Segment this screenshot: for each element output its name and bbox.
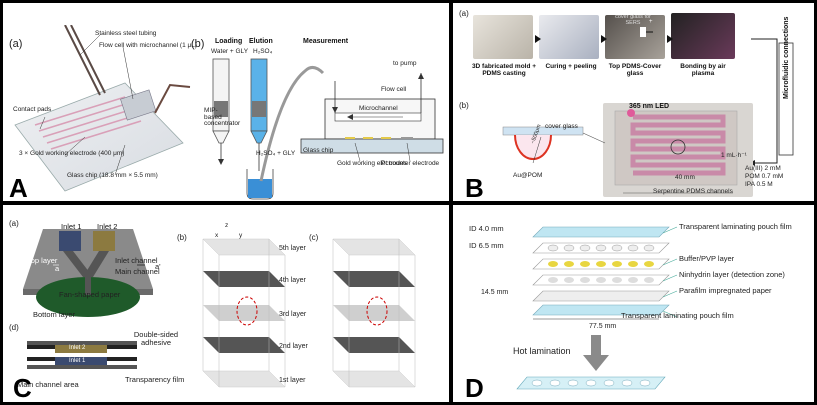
label-a: a	[55, 264, 60, 273]
panel-c-letter: C	[13, 373, 32, 402]
label-h2so4: H₂SO₄	[253, 48, 273, 55]
label-flow-rate: 1 mL·h⁻¹	[721, 152, 747, 159]
label-steel-tubing: Stainless steel tubing	[95, 30, 157, 37]
label-fan-paper: Fan-shaped paper	[59, 290, 121, 299]
panel-b: (a) (b) + cover glass for SERS 3D fabric…	[453, 3, 814, 201]
label-mold: 3D fabricated mold + PDMS casting	[471, 63, 537, 77]
connection-bracket	[749, 38, 794, 166]
label-id-4mm: ID 4.0 mm	[469, 224, 504, 233]
label-id-65mm: ID 6.5 mm	[469, 241, 504, 250]
label-axis-y: y	[239, 232, 243, 239]
panel-a-sub-b: (b)	[191, 38, 205, 50]
label-4th-layer: 4th layer	[279, 277, 306, 284]
label-serpentine: Serpentine PDMS channels	[653, 188, 733, 195]
label-flow-cell: Flow cell with microchannel (1 μL)	[99, 42, 198, 49]
panel-c: (a) (d) (b) (c) Inlet 1 Inlet 2 Top laye…	[3, 205, 449, 402]
label-led: 365 nm LED	[629, 103, 670, 110]
panel-d: ID 4.0 mm ID 6.5 mm Transparent laminati…	[453, 205, 814, 402]
label-bottom-layer: Bottom layer	[33, 310, 76, 319]
channel-cross-section	[502, 126, 606, 164]
label-cover-glass-sers: cover glass for SERS	[615, 14, 651, 26]
label-microchannel: Microchannel	[359, 105, 398, 112]
label-gold-we: Gold working electrodes	[337, 160, 407, 167]
label-flow-cell-b: Flow cell	[381, 86, 407, 93]
label-glass-chip-b: Glass chip	[303, 147, 334, 154]
panel-c-sub-b: (b)	[177, 233, 187, 242]
label-2nd-layer: 2nd layer	[279, 343, 308, 350]
label-cover-glass: cover glass	[545, 123, 578, 130]
label-pt-ce: Pt counter electrode	[381, 160, 440, 167]
concentrator-diagram	[212, 58, 444, 200]
label-measurement: Measurement	[303, 38, 349, 45]
label-buffer: Buffer/PVP layer	[679, 254, 735, 263]
panel-b-sub-a: (a)	[459, 9, 469, 18]
label-hot-lamination: Hot lamination	[513, 346, 571, 356]
label-loading: Loading	[215, 38, 243, 45]
label-parafilm: Parafilm impregnated paper	[679, 286, 772, 295]
label-microfluidic: Microfluidic connections	[783, 16, 790, 99]
panel-b-letter: B	[465, 173, 484, 201]
label-reagent-au: Au(III) 2 mM	[745, 165, 781, 172]
label-glass-chip: Glass chip (18.8 mm × 5.5 mm)	[67, 172, 158, 179]
arrows-top: +	[535, 19, 673, 43]
panel-c-sub-a: (a)	[9, 219, 19, 228]
label-gold-electrode: 3 × Gold working electrode (400 μm)	[19, 150, 125, 157]
label-mip-concentrator: MIP-based concentrator	[204, 107, 241, 127]
label-water-gly: Water + GLY	[211, 48, 249, 55]
label-film-top: Transparent laminating pouch film	[679, 222, 792, 231]
panel-c-sub-c: (c)	[309, 233, 319, 242]
label-3rd-layer: 3rd layer	[279, 311, 307, 318]
lamination-stack	[532, 226, 678, 320]
panel-a-letter: A	[9, 173, 28, 201]
label-curing: Curing + peeling	[545, 63, 597, 70]
label-inlet1-d: Inlet 1	[69, 358, 86, 364]
label-inlet-channel: Inlet channel	[115, 256, 158, 265]
label-reagent-ipa: IPA 0.5 M	[745, 181, 773, 188]
panel-a: (a) (b) Stainless steel tubing Flow	[3, 3, 449, 201]
label-inlet1: Inlet 1	[61, 222, 82, 231]
panel-d-letter: D	[465, 373, 484, 402]
label-1st-layer: 1st layer	[279, 377, 306, 384]
label-axis-z: z	[225, 222, 229, 229]
label-h2so4-gly: H₂SO₄ + GLY	[256, 150, 296, 157]
label-a-prime: a'	[155, 262, 161, 271]
label-film-bottom: Transparent laminating pouch film	[621, 311, 734, 320]
label-main-area: Main channel area	[17, 380, 79, 389]
label-top-layer: Top layer	[27, 256, 58, 265]
paper-device-3d	[23, 229, 153, 317]
label-to-pump: to pump	[393, 60, 417, 67]
label-elution: Elution	[249, 38, 273, 45]
svg-text:+: +	[649, 19, 653, 25]
label-reagent-pom: POM 0.7 mM	[745, 173, 784, 180]
label-inlet2-d: Inlet 2	[69, 345, 86, 351]
laminated-strip	[516, 376, 666, 390]
photo-top-pdms	[605, 15, 665, 59]
label-ninhydrin: Ninhydrin layer (detection zone)	[679, 270, 785, 279]
label-top-pdms: Top PDMS-Cover glass	[608, 63, 662, 77]
label-axis-x: x	[215, 232, 219, 239]
label-inlet2: Inlet 2	[97, 222, 118, 231]
label-adhesive: Double-sided adhesive	[133, 330, 179, 347]
label-40mm: 40 mm	[675, 174, 695, 181]
layer-stack-b	[202, 238, 286, 388]
layer-stack-c	[332, 238, 416, 388]
panel-b-sub-b: (b)	[459, 101, 469, 110]
label-au-pom: Au@POM	[513, 172, 543, 179]
label-main-channel: Main channel	[115, 267, 160, 276]
panel-a-sub-a: (a)	[9, 38, 23, 50]
serpentine-channels	[614, 109, 738, 194]
cross-section-d	[27, 341, 137, 369]
down-arrow	[583, 335, 609, 371]
label-5th-layer: 5th layer	[279, 245, 306, 252]
label-transparency: Transparency film	[125, 375, 185, 384]
photo-curing	[539, 15, 599, 59]
label-bonding: Bonding by air plasma	[680, 63, 726, 77]
label-contact-pads: Contact pads	[13, 106, 52, 113]
label-14-5mm: 14.5 mm	[481, 289, 509, 296]
photo-mold	[473, 15, 533, 59]
photo-bonding	[671, 13, 735, 59]
panel-c-sub-d: (d)	[9, 323, 19, 332]
chip-photo	[14, 25, 191, 192]
label-77-5mm: 77.5 mm	[589, 323, 617, 330]
